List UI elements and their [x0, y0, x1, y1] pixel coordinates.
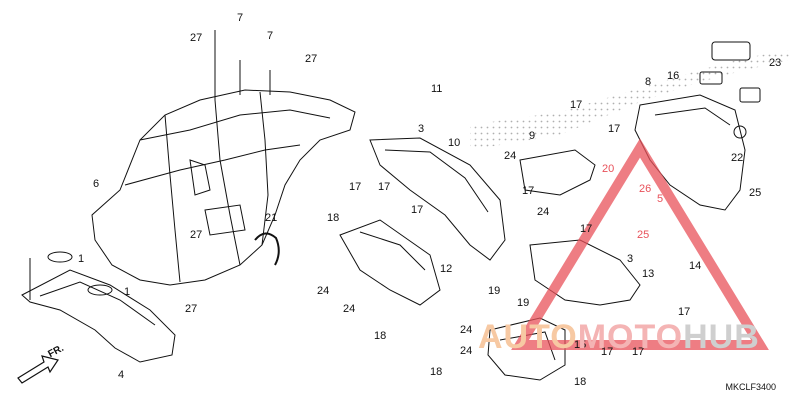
callout-number: 19	[488, 285, 501, 297]
callout-number: 3	[418, 123, 425, 135]
callout-number: 13	[642, 268, 655, 280]
watermark-triangle	[511, 138, 769, 350]
callout-number: 4	[118, 369, 125, 381]
callout-number: 5	[657, 193, 664, 205]
watermark-text: AUTOMOTOHUB	[478, 318, 760, 357]
callout-number: 24	[504, 150, 517, 162]
callout-number: 11	[431, 83, 443, 95]
callout-number: 27	[185, 303, 198, 315]
front-direction-arrow	[17, 355, 59, 384]
callout-number: 14	[689, 260, 702, 272]
rear-inner-fender	[91, 30, 356, 286]
callout-number: 15	[574, 339, 587, 351]
callout-number: 17	[522, 185, 535, 197]
callout-number: 19	[517, 297, 530, 309]
callout-number: 10	[448, 137, 461, 149]
callout-number: 17	[678, 306, 691, 318]
callout-number: 24	[343, 303, 356, 315]
callout-number: 3	[627, 253, 634, 265]
callout-number: 7	[267, 30, 274, 42]
callout-number: 25	[749, 187, 762, 199]
callout-number: 17	[580, 223, 593, 235]
callout-number: 26	[639, 183, 652, 195]
callout-number: 17	[608, 123, 621, 135]
callout-number: 1	[78, 253, 85, 265]
clamp-part-21	[254, 232, 280, 266]
callout-number: 23	[769, 57, 782, 69]
callout-number: 9	[529, 130, 536, 142]
callout-number: 27	[305, 53, 318, 65]
callout-number: 7	[237, 12, 244, 24]
callout-number: 27	[190, 32, 203, 44]
callout-number: 24	[460, 345, 473, 357]
callout-number: 20	[602, 163, 615, 175]
callout-number: 18	[327, 212, 340, 224]
callout-number: 24	[537, 206, 550, 218]
license-bracket-parts	[487, 149, 641, 381]
lower-bracket	[21, 251, 176, 363]
callout-number: 18	[374, 330, 387, 342]
callout-number: 22	[731, 152, 744, 164]
callout-number: 25	[637, 229, 650, 241]
callout-number: 17	[411, 204, 424, 216]
callout-number: 17	[601, 346, 614, 358]
callout-number: 27	[190, 229, 203, 241]
callout-number: 1	[124, 286, 131, 298]
callout-number: 16	[667, 70, 680, 82]
callout-number: 24	[317, 285, 330, 297]
watermark-part-moto: MOTO	[577, 318, 684, 356]
callout-number: 18	[574, 376, 587, 388]
diagram-reference-code: MKCLF3400	[725, 382, 776, 392]
callout-number: 21	[265, 212, 278, 224]
callout-number: 17	[378, 181, 391, 193]
callout-number: 8	[645, 76, 652, 88]
callout-number: 6	[93, 178, 100, 190]
watermark-part-hub: HUB	[683, 318, 760, 356]
callout-number: 17	[349, 181, 362, 193]
callout-number: 17	[632, 346, 645, 358]
callout-number: 18	[430, 366, 443, 378]
callout-number: 17	[570, 99, 583, 111]
side-cover-parts	[339, 137, 506, 306]
callout-number: 12	[440, 263, 453, 275]
watermark-part-auto: AUTO	[478, 318, 578, 356]
seat-silhouette	[470, 50, 790, 150]
callout-number: 24	[460, 324, 473, 336]
